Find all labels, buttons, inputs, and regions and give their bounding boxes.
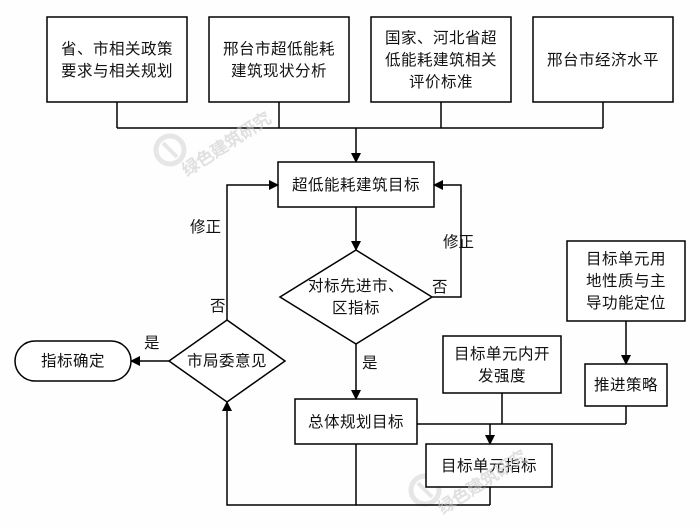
bottom-feedback-line [222,401,357,506]
strategy-label: 推进策略 [593,376,658,394]
top-bus-connector [116,102,604,163]
revise-right-label: 修正 [443,233,475,251]
standards-label: 国家、河北省超 低能耗建筑相关 评价标准 [384,28,497,91]
economy-label: 邢台市经济水平 [546,50,659,69]
confirm-label: 指标确定 [40,352,105,370]
unit-index-box [425,443,553,488]
watermark-logo-icon [153,133,187,167]
unit-nature-label: 目标单元用 地性质与主 导功能定位 [585,250,666,312]
plan-goal-label: 总体规划目标 [307,412,404,431]
status-label: 邢台市超低能耗 建筑现状分析 [222,39,335,80]
benchmark-label: 对标先进市、 区指标 [307,277,404,317]
no-left-label: 否 [210,297,226,315]
goal-label: 超低能耗建筑目标 [291,175,420,194]
plan-goal-box [294,398,418,445]
policy-label: 省、市相关政策 要求与相关规划 [60,39,173,80]
confirm-terminal [14,340,132,382]
revise-left-label: 修正 [190,218,222,236]
policy-box [46,16,188,103]
unit-index-merge-connector [417,393,627,445]
committee-label: 市局委意见 [186,352,267,370]
unit-intensity-box [442,335,562,394]
yes-down-label: 是 [362,354,378,372]
unit-index-label: 目标单元指标 [440,456,537,475]
yes-left-label: 是 [144,334,160,352]
unit-intensity-label: 目标单元内开 发强度 [453,344,550,385]
committee-no-loop [226,180,279,320]
goal-box [277,161,435,208]
status-box [208,16,350,103]
strategy-box [584,363,668,407]
benchmark-no-loop [432,180,462,298]
no-right-label: 否 [432,278,448,296]
watermark-logo-icon [408,473,442,507]
unit-nature-box [566,240,686,322]
